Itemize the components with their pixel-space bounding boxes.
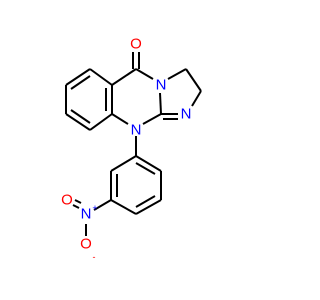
bond — [191, 90, 202, 107]
bond — [93, 199, 112, 211]
bond — [111, 68, 137, 86]
bond — [110, 155, 137, 172]
bond — [65, 113, 91, 131]
bond — [159, 92, 162, 115]
bond — [185, 68, 202, 92]
bond — [135, 199, 162, 215]
atom-label-n: N — [131, 122, 142, 139]
atom-label-n-plus: N — [81, 206, 92, 223]
molecule-structure-diagram: O N N N N + O O - — [0, 0, 300, 300]
atom-label-o-minus: O — [80, 236, 92, 253]
bond — [135, 195, 156, 208]
atom-label-o: O — [130, 36, 142, 53]
bond — [110, 199, 137, 215]
bond — [74, 199, 82, 204]
bond — [135, 155, 162, 172]
bond — [70, 75, 91, 90]
charge-minus: - — [93, 252, 96, 262]
atom-label-group: O N N N N + O O - — [61, 36, 191, 263]
bond — [111, 113, 129, 125]
bond — [65, 68, 91, 86]
atom-label-n: N — [156, 77, 167, 94]
atom-label-o: O — [61, 192, 73, 209]
charge-plus: + — [92, 203, 97, 213]
bond — [142, 113, 162, 125]
bond-group — [65, 52, 202, 236]
bond — [89, 113, 113, 131]
bond — [167, 68, 187, 80]
bond — [89, 68, 113, 86]
diagram-background — [0, 0, 300, 300]
bond — [70, 109, 91, 124]
bond — [135, 162, 156, 175]
atom-label-n: N — [181, 106, 192, 123]
bond — [72, 204, 80, 209]
bond — [135, 68, 154, 80]
